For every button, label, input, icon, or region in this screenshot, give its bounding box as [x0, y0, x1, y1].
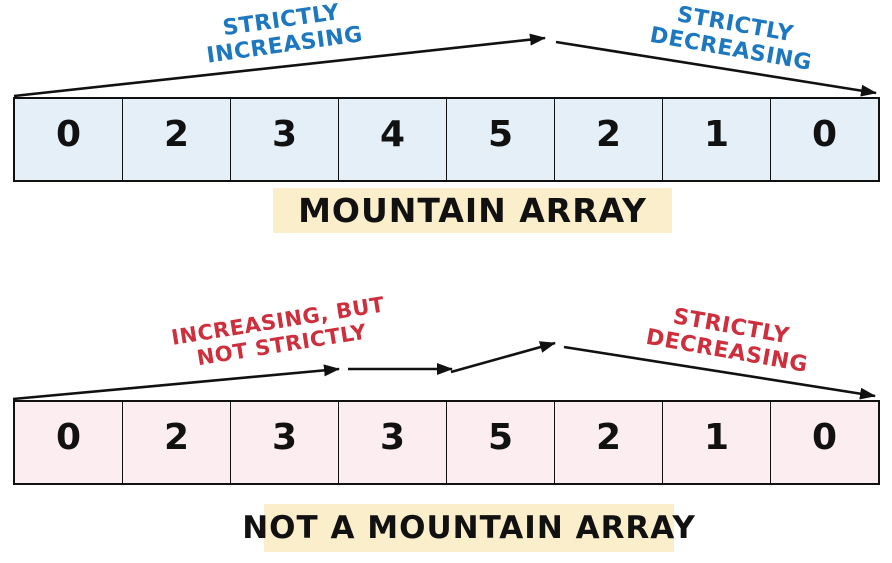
strictly-decreasing-label-bottom: STRICTLY DECREASING [621, 296, 837, 382]
array-cell: 5 [447, 99, 555, 180]
array-cell: 5 [447, 402, 555, 483]
strictly-increasing-label: STRICTLY INCREASING [176, 0, 391, 73]
strictly-decreasing-label: STRICTLY DECREASING [625, 0, 841, 80]
array-cell: 0 [15, 99, 123, 180]
increasing-but-not-strictly-label: INCREASING, BUT NOT STRICTLY [158, 292, 403, 377]
mountain-array-row: 0 2 3 4 5 2 1 0 [13, 97, 880, 182]
array-cell: 1 [663, 402, 771, 483]
array-cell: 0 [771, 402, 878, 483]
array-cell: 3 [231, 99, 339, 180]
not-mountain-array-row: 0 2 3 3 5 2 1 0 [13, 400, 880, 485]
array-cell: 3 [231, 402, 339, 483]
array-cell: 2 [123, 99, 231, 180]
rising-to-peak-arrow [450, 341, 556, 374]
array-cell: 1 [663, 99, 771, 180]
array-cell: 0 [771, 99, 878, 180]
mountain-array-caption: MOUNTAIN ARRAY [273, 188, 672, 233]
array-cell: 0 [15, 402, 123, 483]
array-cell: 3 [339, 402, 447, 483]
array-cell: 2 [555, 402, 663, 483]
array-cell: 2 [123, 402, 231, 483]
not-mountain-array-caption: NOT A MOUNTAIN ARRAY [242, 504, 695, 552]
array-cell: 4 [339, 99, 447, 180]
array-cell: 2 [555, 99, 663, 180]
